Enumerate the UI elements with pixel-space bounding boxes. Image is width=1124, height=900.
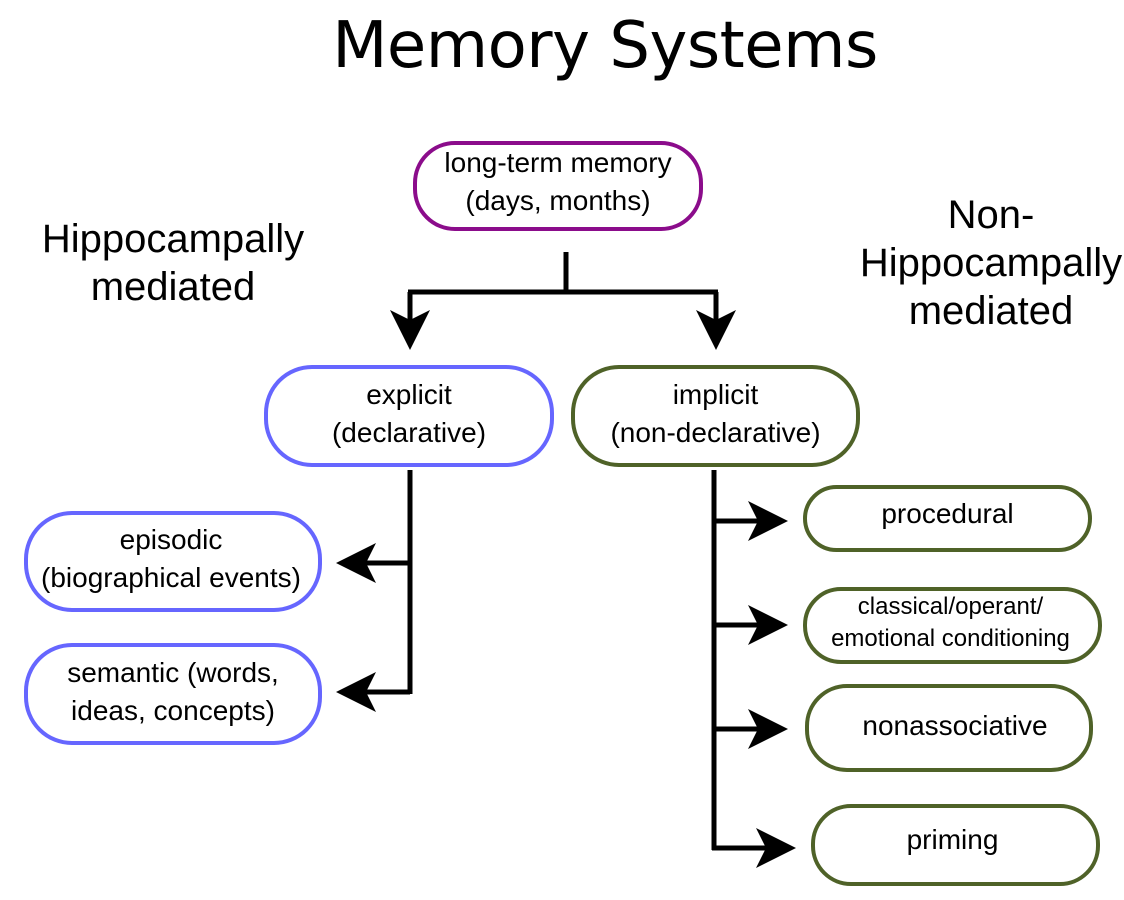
node-semantic-line1: semantic (words, (67, 657, 279, 688)
node-conditioning-line2: emotional conditioning (831, 624, 1070, 652)
node-priming-label: priming (906, 824, 999, 855)
node-implicit-line1: implicit (672, 379, 759, 410)
node-episodic-line1: episodic (119, 523, 223, 555)
node-episodic-line2: (biographical events) (41, 561, 301, 593)
node-priming: priming (811, 804, 1100, 886)
hippocampal-label-line1: Hippocampally (41, 217, 305, 261)
non-hippocampal-label-line2: Hippocampally (859, 241, 1123, 285)
node-nonassociative-label: nonassociative (862, 710, 1048, 741)
non-hippocampal-label-line3: mediated (908, 289, 1074, 333)
hippocampal-label: Hippocampally mediated (20, 215, 326, 311)
diagram-title: Memory Systems (332, 9, 878, 83)
node-explicit-line1: explicit (366, 379, 452, 410)
node-procedural-label: procedural (881, 497, 1014, 529)
node-long-term-memory: long-term memory (days, months) (413, 141, 703, 231)
node-semantic-line2: ideas, concepts) (71, 695, 275, 726)
non-hippocampal-label: Non- Hippocampally mediated (846, 191, 1124, 335)
non-hippocampal-label-line1: Non- (947, 193, 1035, 237)
node-nonassociative: nonassociative (805, 684, 1093, 772)
node-conditioning: classical/operant/ emotional conditionin… (803, 587, 1102, 664)
node-long-term-memory-line2: (days, months) (465, 185, 651, 216)
node-procedural: procedural (803, 485, 1092, 552)
node-explicit-line2: (declarative) (331, 417, 487, 448)
node-implicit: implicit (non-declarative) (571, 365, 860, 467)
node-explicit: explicit (declarative) (264, 365, 554, 467)
node-episodic: episodic (biographical events) (24, 511, 322, 612)
node-semantic: semantic (words, ideas, concepts) (24, 643, 322, 745)
node-implicit-line2: (non-declarative) (610, 417, 821, 448)
node-long-term-memory-line1: long-term memory (444, 147, 672, 178)
hippocampal-label-line2: mediated (90, 265, 256, 309)
node-conditioning-line1: classical/operant/ (857, 592, 1044, 620)
